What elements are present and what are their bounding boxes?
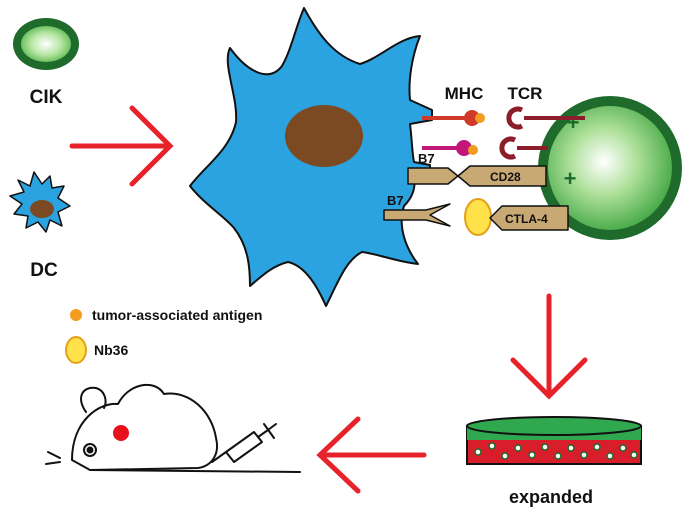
b7-label-top: B7: [418, 151, 435, 166]
tcr-label: TCR: [508, 84, 543, 103]
mouse-icon: [45, 384, 301, 473]
dendritic-cell: [189, 7, 433, 307]
arrow-right-icon: [69, 105, 174, 187]
cd28-label: CD28: [490, 170, 521, 184]
mhc-label: MHC: [445, 84, 484, 103]
arrow-down-icon: [510, 293, 588, 400]
cd28-receptor: [457, 165, 547, 187]
mhc-receptor-bottom: [422, 140, 478, 156]
expanded-label: expanded: [509, 487, 593, 507]
tcr-receptor-top: [506, 106, 585, 130]
arrow-left-icon: [316, 416, 427, 494]
dc-nucleus: [285, 105, 363, 167]
mhc-receptor-top: [422, 110, 485, 126]
dc-cell-icon: [9, 171, 71, 233]
tumor-icon: [113, 425, 129, 441]
cik-large-cell: + +: [538, 96, 682, 240]
nb36-blocker: [464, 198, 492, 236]
tcr-receptor-bottom: [499, 136, 548, 160]
b7-receptor-top: [407, 167, 459, 185]
antigen-legend-icon: [70, 309, 82, 321]
svg-text:+: +: [564, 166, 577, 191]
syringe-icon: [211, 423, 277, 463]
nb36-legend-icon: [65, 336, 87, 364]
b7-label-bottom: B7: [387, 193, 404, 208]
cik-cell-icon: [13, 18, 79, 70]
svg-text:+: +: [567, 110, 580, 135]
dc-label: DC: [30, 260, 58, 281]
b7-receptor-bottom: [383, 203, 451, 227]
ctla4-receptor: [489, 205, 569, 231]
antigen-legend-label: tumor-associated antigen: [92, 307, 262, 323]
ctla4-label: CTLA-4: [505, 212, 548, 226]
culture-dish-icon: [466, 416, 642, 465]
cik-label: CIK: [30, 87, 63, 108]
nb36-legend-label: Nb36: [94, 342, 128, 358]
